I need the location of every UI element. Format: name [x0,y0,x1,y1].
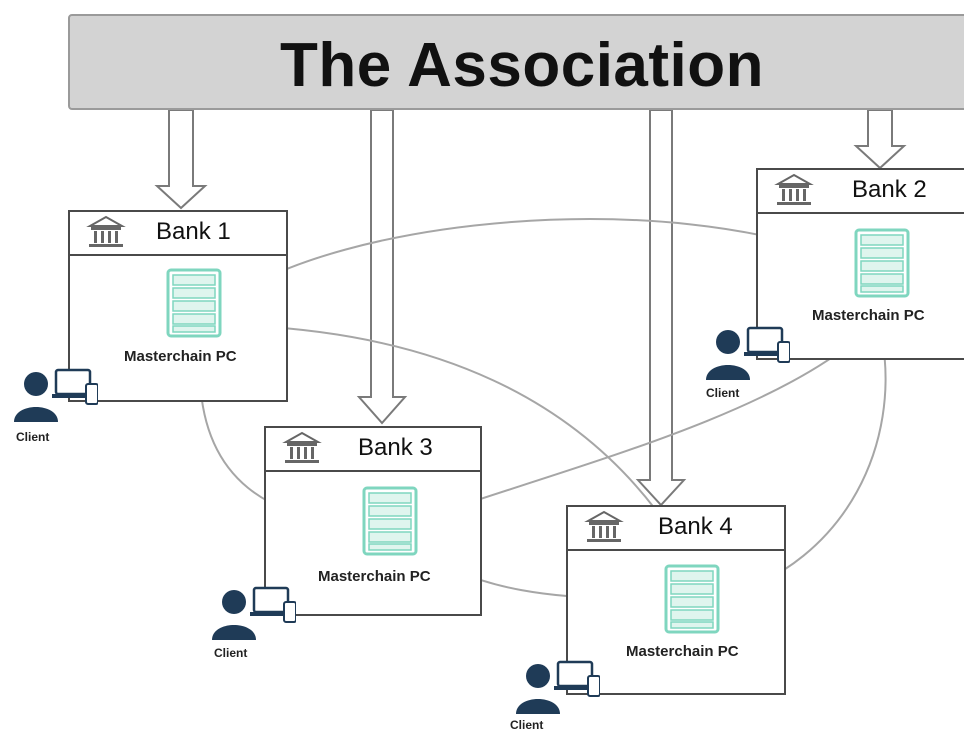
phone-icon [587,675,600,697]
server-rack-icon [362,486,418,556]
association-arrow-bank-1 [154,109,208,210]
bank-4-client-label: Client [510,718,544,732]
client-person-icon [706,330,750,380]
server-rack-icon [854,228,910,298]
client-person-icon [14,372,58,422]
link-bank3-bank2 [408,336,860,528]
bank-1-pc-label: Masterchain PC [124,348,237,365]
association-arrow-bank-3 [356,109,408,425]
bank-2-pc-label: Masterchain PC [812,307,925,324]
bank-1-header: Bank 1 [70,212,286,256]
association-arrow-bank-2 [853,109,907,170]
bank-4-pc-label: Masterchain PC [626,643,739,660]
bank-building-icon [584,510,624,542]
server-rack-icon [166,268,222,338]
phone-icon [283,601,296,623]
bank-4-client-icon [516,660,600,714]
bank-3-client-label: Client [214,646,248,660]
client-person-icon [212,590,256,640]
bank-3-header: Bank 3 [266,428,480,472]
bank-2-header: Bank 2 [758,170,964,214]
laptop-icon [250,586,292,616]
laptop-icon [744,326,786,356]
client-person-icon [516,664,560,714]
bank-building-icon [282,431,322,463]
bank-3-name: Bank 3 [358,434,433,461]
association-banner: The Association [68,14,964,110]
association-title: The Association [279,31,765,100]
server-rack-icon [664,564,720,634]
phone-icon [777,341,790,363]
laptop-icon [554,660,596,690]
phone-icon [85,383,98,405]
bank-1-client-icon [14,368,98,422]
bank-building-icon [774,173,814,205]
association-arrow-bank-4 [635,109,687,507]
bank-4-name: Bank 4 [658,513,733,540]
bank-2-name: Bank 2 [852,176,927,203]
bank-2-client-label: Client [706,386,740,400]
laptop-icon [52,368,94,398]
bank-3-client-icon [212,586,296,640]
bank-3-pc-label: Masterchain PC [318,568,431,585]
bank-1-name: Bank 1 [156,218,231,245]
bank-4-header: Bank 4 [568,507,784,551]
bank-2-client-icon [706,326,790,380]
bank-1-client-label: Client [16,430,50,444]
bank-building-icon [86,215,126,247]
